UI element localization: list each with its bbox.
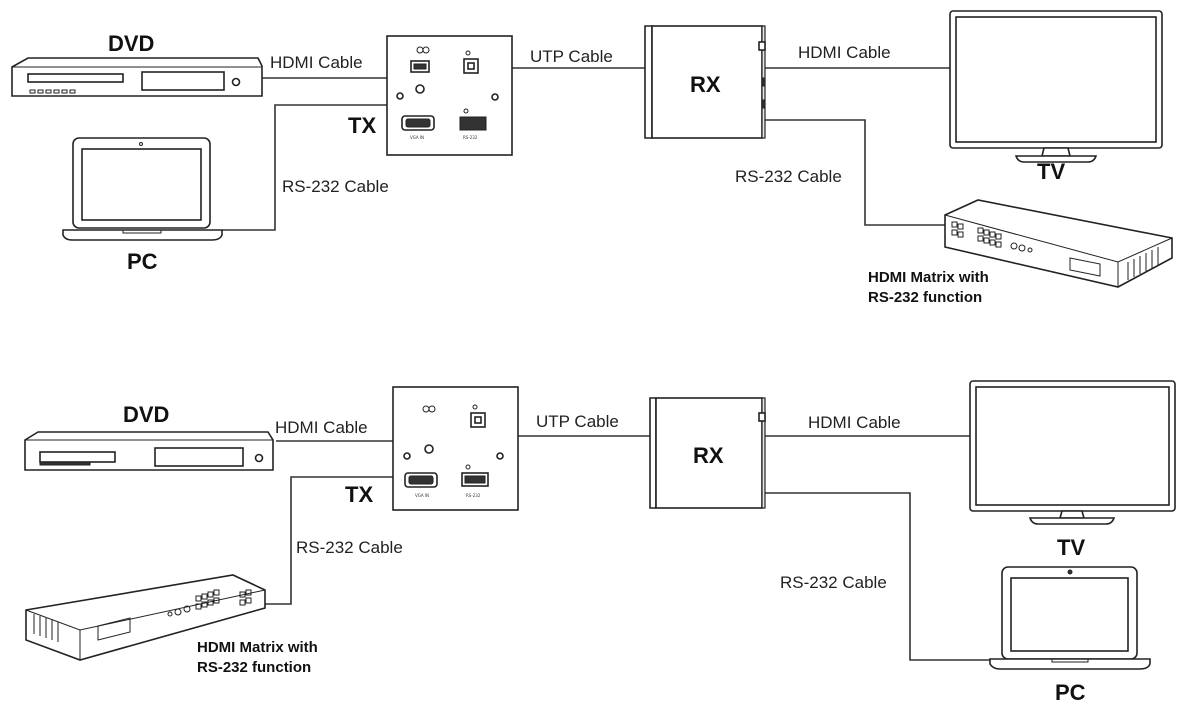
cable-label-dvd-tx: HDMI Cable [270,53,363,72]
laptop-icon [62,137,223,241]
tx-label: TX [345,482,373,507]
cable-label-rx-tv: HDMI Cable [808,413,901,432]
cable-label-matrix-tx: RS-232 Cable [296,538,403,557]
diagram-bottom: HDMI Cable RS-232 Cable UTP Cable HDMI C… [24,380,1176,705]
tx-wall-plate-icon: VGA IN RS-232 [386,35,513,156]
pc-label: PC [127,249,158,274]
dvd-player-icon [11,57,263,97]
rx-box-icon [644,25,766,139]
rx-box-icon [649,397,766,509]
hdmi-matrix-icon [944,199,1173,288]
rx-label: RX [693,443,724,468]
tv-label: TV [1037,159,1065,184]
cable-label-pc-tx: RS-232 Cable [282,177,389,196]
hdmi-matrix-icon [25,574,266,661]
dvd-label: DVD [108,31,154,56]
wire-pc-tx-rs232 [222,104,387,231]
wire-rx-matrix-rs232 [765,119,945,226]
cable-label-rx-matrix: RS-232 Cable [735,167,842,186]
svg-text:VGA IN: VGA IN [415,493,429,498]
cable-label-rx-pc: RS-232 Cable [780,573,887,592]
tx-label: TX [348,113,376,138]
matrix-label-line1: HDMI Matrix with [197,639,318,656]
matrix-label-line2: RS-232 function [868,289,982,306]
cable-label-tx-rx: UTP Cable [536,412,619,431]
tv-label: TV [1057,535,1085,560]
dvd-player-icon [24,431,274,471]
svg-text:RS-232: RS-232 [466,493,481,498]
rx-label: RX [690,72,721,97]
diagram-top: HDMI Cable RS-232 Cable UTP Cable HDMI C… [11,10,1173,306]
dvd-label: DVD [123,402,169,427]
cable-label-dvd-tx: HDMI Cable [275,418,368,437]
tv-icon [969,380,1176,525]
cable-label-rx-tv: HDMI Cable [798,43,891,62]
cable-label-tx-rx: UTP Cable [530,47,613,66]
tv-icon [949,10,1163,163]
tx-wall-plate-icon: VGA IN RS-232 [392,386,519,511]
laptop-icon [989,566,1151,670]
wire-rx-pc-rs232 [765,492,990,661]
svg-text:VGA IN: VGA IN [410,135,424,140]
wire-matrix-tx-rs232 [265,476,393,605]
svg-text:RS-232: RS-232 [463,135,478,140]
matrix-label-line2: RS-232 function [197,659,311,676]
pc-label: PC [1055,680,1086,705]
matrix-label-line1: HDMI Matrix with [868,269,989,286]
